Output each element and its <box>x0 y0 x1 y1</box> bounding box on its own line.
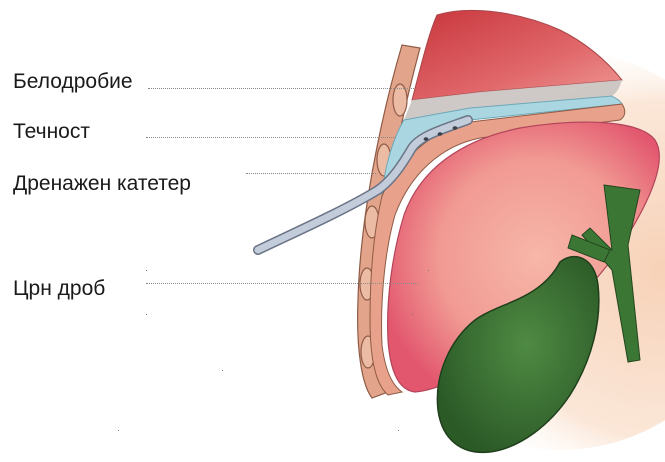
tick-mark <box>428 270 429 271</box>
label-lung: Белодробие <box>13 70 133 94</box>
label-catheter: Дренажен катетер <box>13 172 191 196</box>
tick-mark <box>146 270 147 271</box>
label-liver: Црн дроб <box>13 277 105 301</box>
leader-catheter <box>246 173 376 174</box>
leader-lung <box>148 88 414 89</box>
tick-mark <box>118 430 119 431</box>
leader-fluid <box>146 137 396 138</box>
tick-mark <box>222 370 223 371</box>
tick-mark <box>146 314 147 315</box>
label-fluid: Течност <box>13 120 90 144</box>
tick-mark <box>398 430 399 431</box>
leader-liver <box>146 283 418 284</box>
tick-mark <box>412 314 413 315</box>
